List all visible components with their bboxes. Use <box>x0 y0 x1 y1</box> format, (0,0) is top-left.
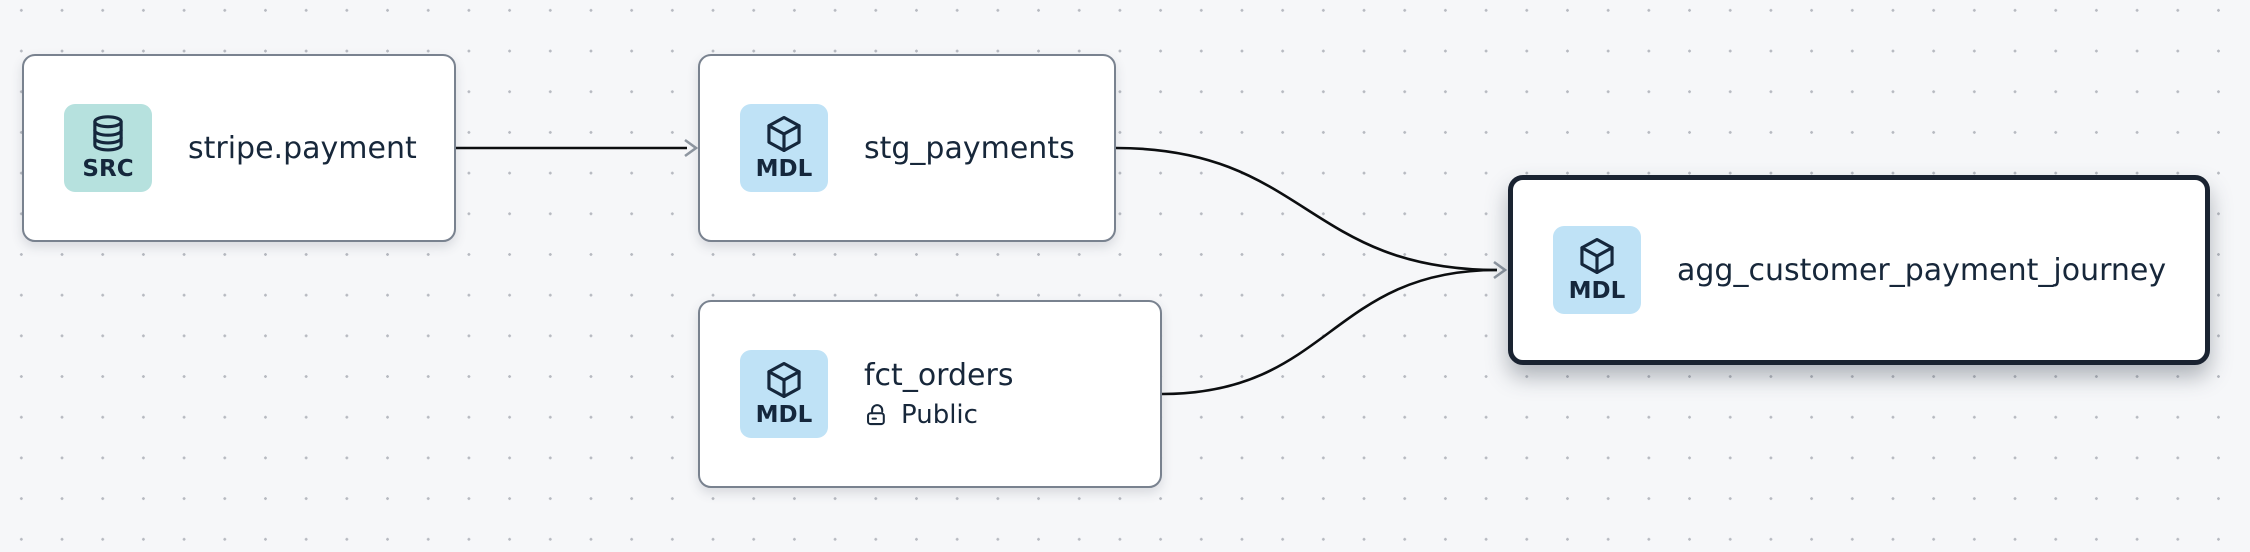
edge-stg-payments-to-agg[interactable] <box>1115 146 1498 272</box>
node-fct-orders[interactable]: MDL fct_orders Public <box>698 300 1162 488</box>
database-icon <box>93 115 123 152</box>
access-row: Public <box>864 400 1013 430</box>
node-stg-payments[interactable]: MDL stg_payments <box>698 54 1116 242</box>
edge-fct-orders-to-agg[interactable] <box>1161 268 1498 396</box>
arrowhead-stg-payments <box>684 138 699 158</box>
model-badge: MDL <box>740 350 828 438</box>
node-label: agg_customer_payment_journey <box>1677 252 2167 288</box>
badge-label: MDL <box>755 156 813 183</box>
cube-icon <box>767 362 801 399</box>
badge-label: SRC <box>82 156 134 183</box>
node-label: stripe.payment <box>188 130 417 166</box>
model-badge: MDL <box>740 104 828 192</box>
node-label: fct_orders <box>864 358 1014 393</box>
unlock-icon <box>867 403 885 425</box>
node-text: fct_orders Public <box>864 358 1013 430</box>
model-badge: MDL <box>1553 226 1641 314</box>
node-label: stg_payments <box>864 130 1075 166</box>
badge-label: MDL <box>1568 278 1626 305</box>
node-stripe-payment[interactable]: SRC stripe.payment <box>22 54 456 242</box>
cube-icon <box>767 116 801 153</box>
access-label: Public <box>901 400 978 430</box>
source-badge: SRC <box>64 104 152 192</box>
cube-icon <box>1580 238 1614 275</box>
badge-label: MDL <box>755 402 813 429</box>
node-agg-customer-payment-journey[interactable]: MDL agg_customer_payment_journey <box>1508 175 2210 365</box>
arrowhead-agg <box>1493 260 1508 280</box>
